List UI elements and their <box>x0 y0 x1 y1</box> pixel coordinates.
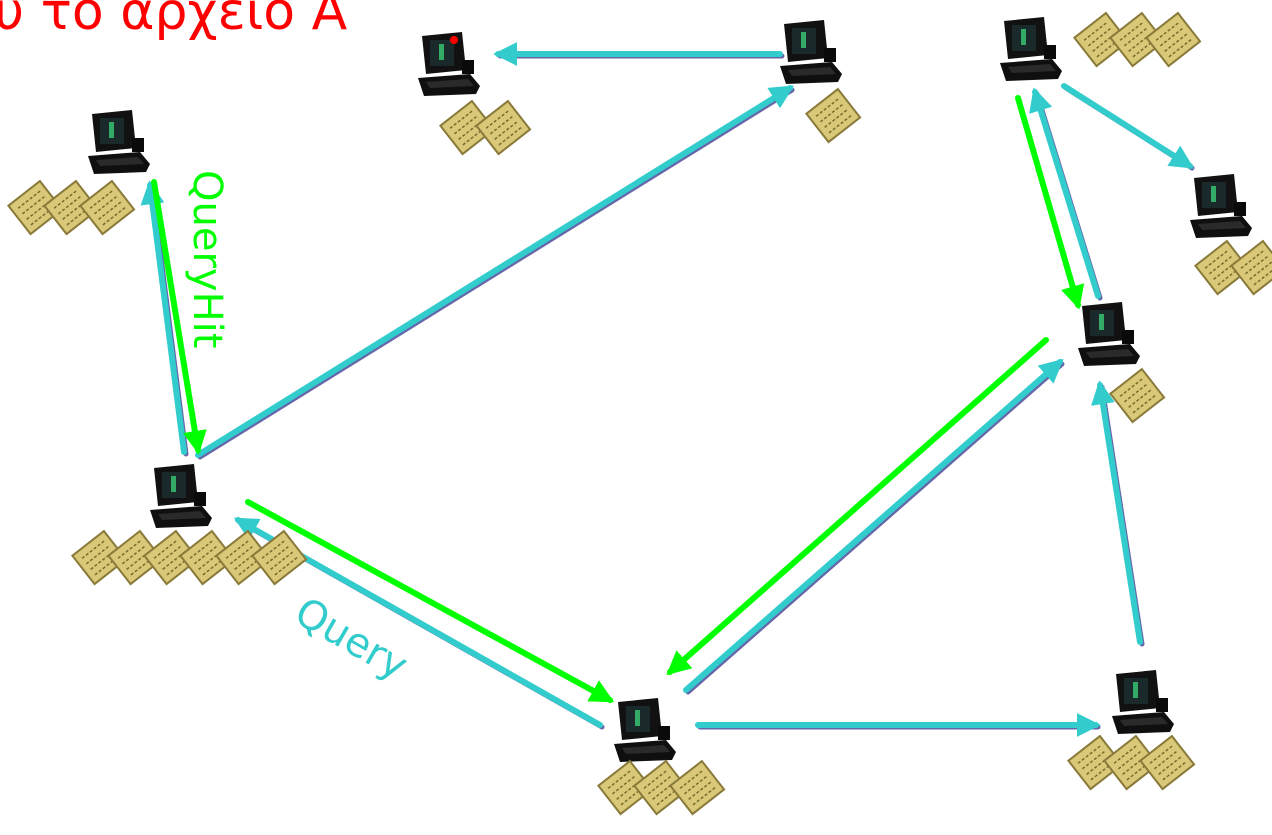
marker-dot <box>450 36 458 44</box>
query-label: Query <box>287 589 415 690</box>
computer-icon <box>150 464 212 528</box>
computer-icon <box>418 32 480 96</box>
slide-title: υ το αρχειο Α <box>0 0 348 42</box>
file-icon <box>438 99 532 156</box>
file-icon <box>1108 367 1166 424</box>
queryhit-arrow <box>1015 95 1085 310</box>
query-arrow <box>1091 380 1143 645</box>
computer-icon <box>88 110 150 174</box>
query-arrow <box>195 85 795 458</box>
query-arrow <box>140 180 187 455</box>
queryhit-arrow <box>666 337 1049 676</box>
queryhit-arrow <box>245 499 615 703</box>
file-icon <box>6 179 136 236</box>
queryhit-arrow <box>151 179 207 455</box>
edges-layer <box>140 42 1195 737</box>
file-icon <box>804 87 862 144</box>
computer-icon <box>1190 174 1252 238</box>
computer-icon <box>1112 670 1174 734</box>
queryhit-label: QueryHit <box>184 170 230 348</box>
query-arrow <box>1029 87 1101 299</box>
file-icon <box>1072 11 1202 68</box>
file-icon <box>596 759 726 816</box>
query-arrow <box>683 358 1064 693</box>
file-icon <box>1193 239 1272 296</box>
computer-icon <box>614 698 676 762</box>
file-icon <box>70 529 308 586</box>
computer-icon <box>1000 17 1062 81</box>
file-icon <box>1066 734 1196 791</box>
computer-icon <box>1078 302 1140 366</box>
computer-icon <box>780 20 842 84</box>
query-arrow <box>1061 83 1195 169</box>
peers-layer <box>6 11 1272 816</box>
